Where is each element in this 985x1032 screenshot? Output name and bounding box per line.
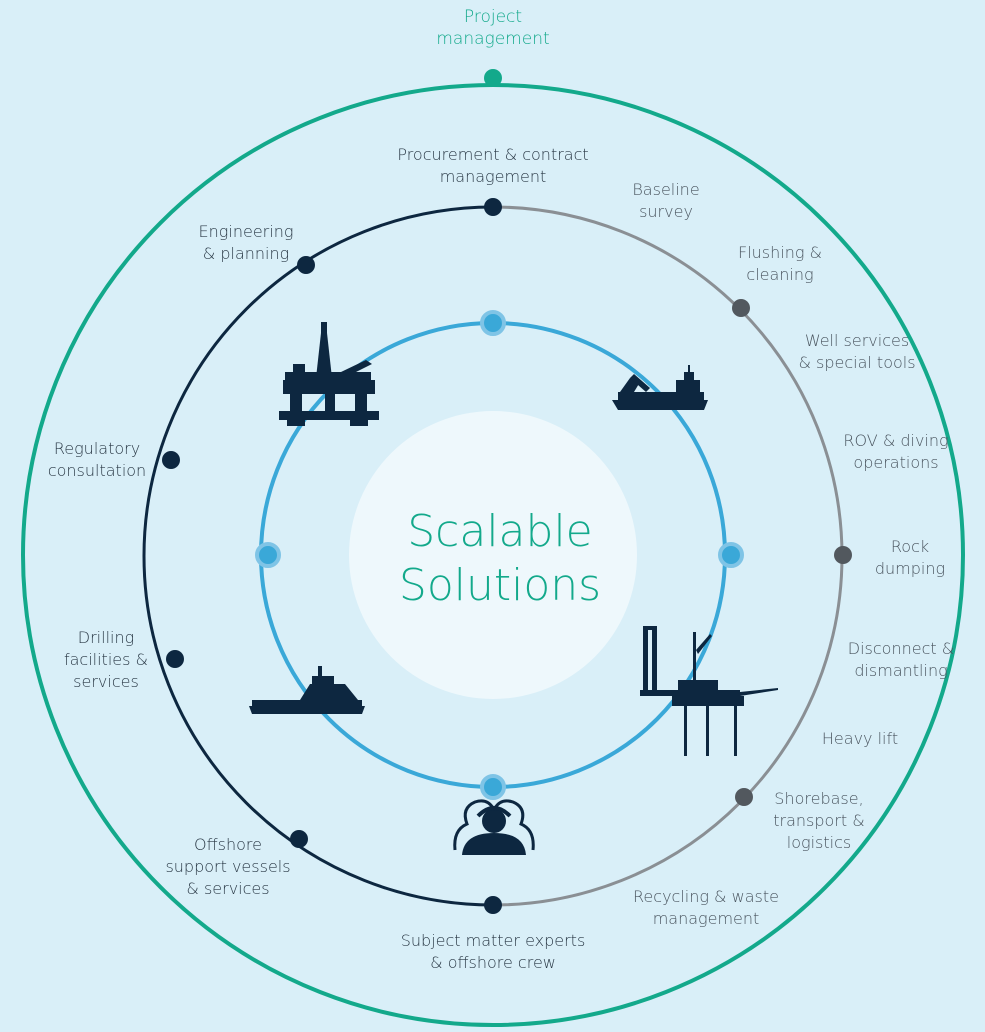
label-line: facilities & [63, 650, 149, 669]
center-disc [349, 411, 637, 699]
shorebase-node [735, 788, 753, 806]
label-line: survey [639, 202, 693, 221]
label-line: management [436, 29, 550, 49]
label-line: Procurement & contract [397, 145, 589, 164]
label-procurement: Procurement & contract management [382, 144, 604, 188]
label-line: Flushing & [737, 243, 822, 262]
label-disconnect: Disconnect & dismantling [836, 638, 966, 682]
jack-up-rig-icon [640, 626, 778, 756]
offshore-support-node [290, 830, 308, 848]
label-line: & special tools [798, 353, 916, 372]
label-line: dismantling [854, 661, 948, 680]
label-baseline: Baseline survey [610, 179, 722, 223]
label-line: Heavy lift [821, 729, 899, 748]
label-line: Well services [804, 331, 910, 350]
label-shorebase: Shorebase, transport & logistics [760, 788, 878, 854]
drilling-node [166, 650, 184, 668]
label-recycling: Recycling & waste management [616, 886, 796, 930]
label-offshore-support: Offshore support vessels & services [152, 834, 304, 900]
label-flushing: Flushing & cleaning [724, 242, 836, 286]
engineering-node [297, 256, 315, 274]
center-title-line: Solutions [398, 560, 602, 611]
middle-ring-dark-arc [142, 205, 494, 907]
subject-matter-node [484, 896, 502, 914]
label-well-services: Well services & special tools [790, 330, 924, 374]
semi-submersible-rig-icon [279, 322, 379, 426]
label-line: support vessels [165, 857, 291, 876]
label-line: Offshore [194, 835, 262, 854]
label-engineering: Engineering & planning [186, 221, 306, 265]
label-line: Baseline [632, 180, 700, 199]
procurement-node [484, 198, 502, 216]
label-line: ROV & diving [843, 431, 949, 450]
label-line: logistics [786, 833, 852, 852]
label-line: Rock [890, 537, 930, 556]
label-line: Regulatory [53, 439, 141, 458]
label-line: management [439, 167, 547, 186]
inner-node-bottom [480, 774, 506, 800]
label-line: dumping [874, 559, 946, 578]
inner-node-left [255, 542, 281, 568]
crew-icon [453, 799, 535, 855]
label-line: & services [186, 879, 270, 898]
label-line: cleaning [746, 265, 814, 284]
center-title: Scalable Solutions [352, 505, 648, 613]
label-line: management [652, 909, 760, 928]
label-line: services [73, 672, 139, 691]
label-line: Subject matter experts [400, 931, 586, 950]
label-project-management: Project management [420, 6, 566, 50]
label-subject-matter: Subject matter experts & offshore crew [384, 930, 602, 974]
flushing-node [732, 299, 750, 317]
label-line: Shorebase, [774, 789, 864, 808]
label-line: Disconnect & [847, 639, 955, 658]
label-heavy-lift: Heavy lift [808, 728, 912, 750]
rock-dumping-node [834, 546, 852, 564]
label-line: & offshore crew [430, 953, 556, 972]
center-title-line: Scalable [407, 506, 593, 557]
label-rov: ROV & diving operations [836, 430, 956, 474]
label-line: Project [463, 7, 523, 27]
label-line: operations [853, 453, 939, 472]
project-management-node [484, 69, 502, 87]
inner-node-top [480, 310, 506, 336]
label-rock-dumping: Rock dumping [860, 536, 960, 580]
label-line: consultation [47, 461, 147, 480]
label-drilling: Drilling facilities & services [50, 627, 162, 693]
label-line: Drilling [77, 628, 135, 647]
regulatory-node [162, 451, 180, 469]
supply-vessel-icon [249, 666, 365, 714]
inner-node-right [718, 542, 744, 568]
label-line: Recycling & waste [633, 887, 779, 906]
label-line: & planning [202, 244, 290, 263]
subsea-vessel-icon [612, 365, 708, 410]
label-line: transport & [773, 811, 865, 830]
label-line: Engineering [198, 222, 294, 241]
label-regulatory: Regulatory consultation [36, 438, 158, 482]
